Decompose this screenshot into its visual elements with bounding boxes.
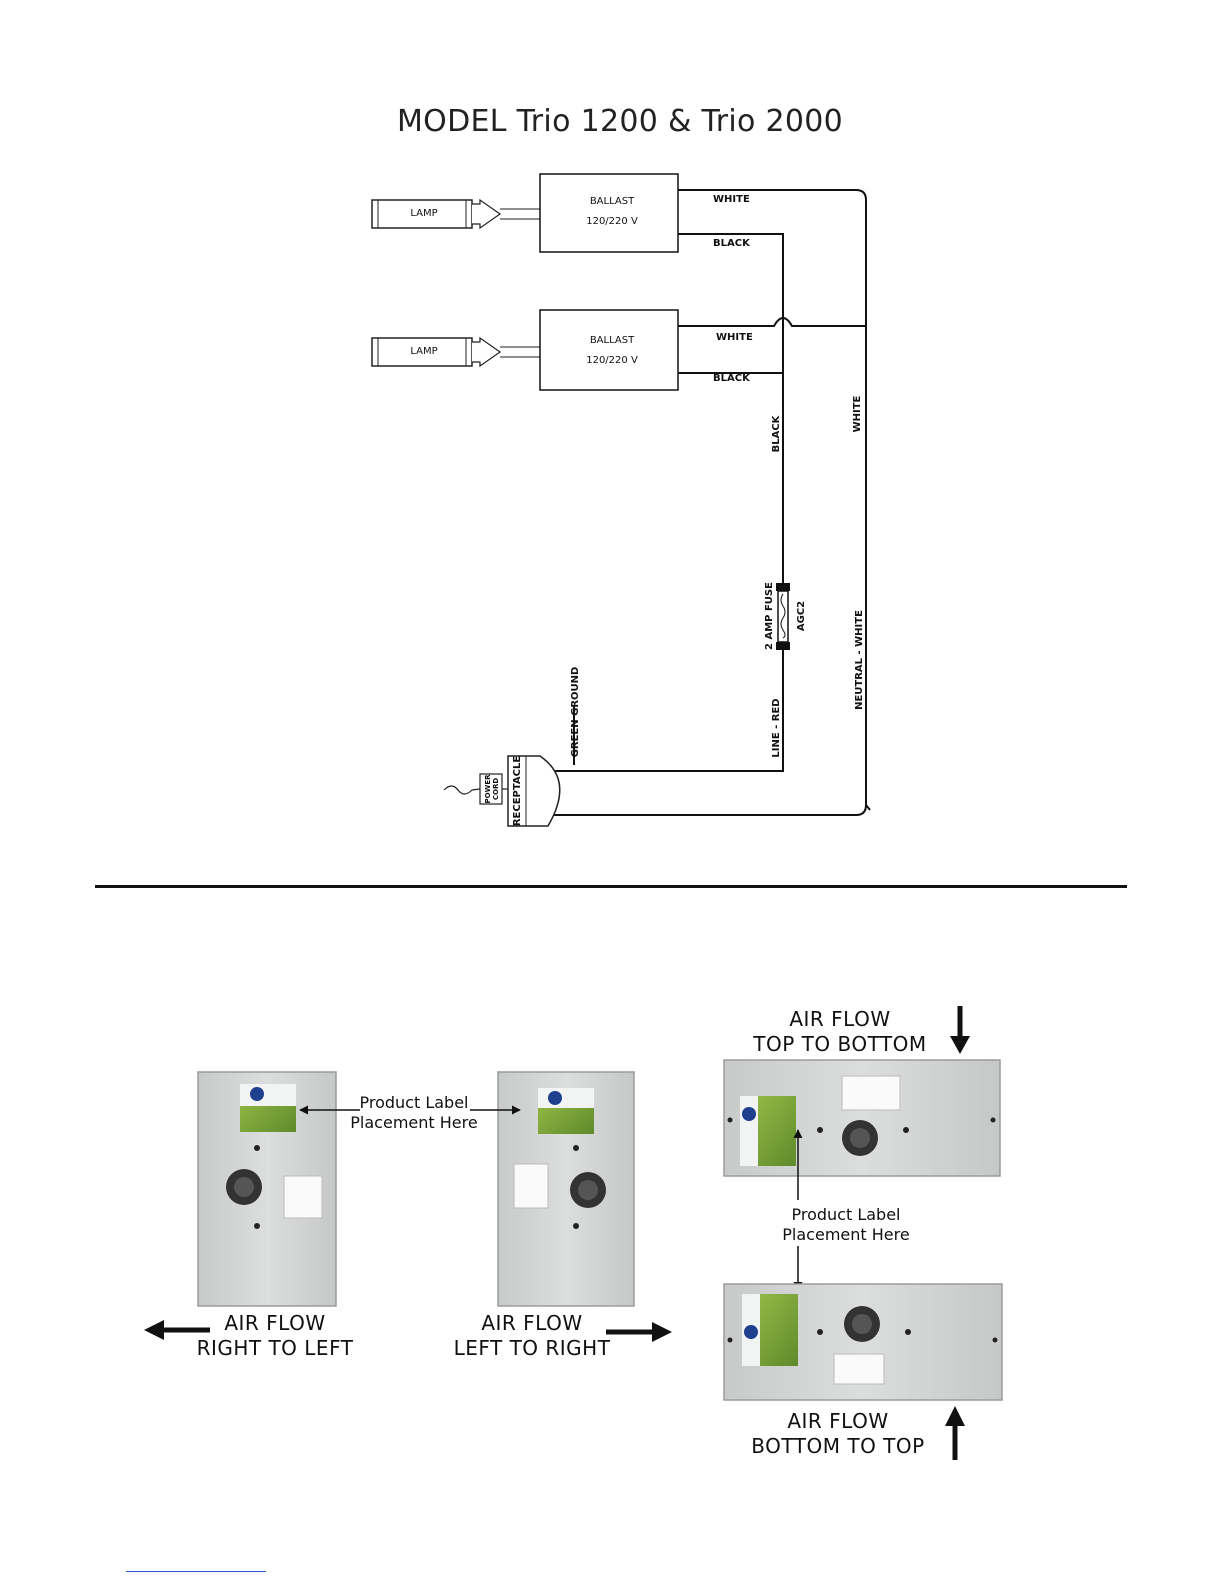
brand-logo-icon: [744, 1325, 758, 1339]
fuse-type: AGC2: [796, 601, 807, 631]
green-ground-label: GREEN GROUND: [570, 667, 581, 758]
white-vertical-label: WHITE: [852, 395, 863, 432]
receptacle: RECEPTACLE: [507, 755, 561, 827]
bottom-to-top-line2: BOTTOM TO TOP: [751, 1434, 924, 1458]
neutral-white-label: NEUTRAL - WHITE: [854, 610, 865, 710]
ballast-2-voltage: 120/220 V: [586, 355, 638, 366]
lamp-1-label: LAMP: [410, 208, 437, 219]
power-cord-line2: CORD: [492, 778, 500, 800]
white-wire-2-label: WHITE: [716, 332, 753, 343]
product-label-2-line1: Product Label: [792, 1205, 901, 1224]
power-cord: POWER CORD: [443, 773, 508, 805]
product-label-1-line1: Product Label: [360, 1093, 469, 1112]
unit-bottom-to-top: [723, 1283, 1003, 1401]
arrow-up-icon: [945, 1406, 965, 1460]
black-wire-2-label: BLACK: [713, 373, 751, 384]
wiring-diagram: LAMP BALLAST 120/220 V LAMP BALLAST 120/…: [371, 173, 871, 827]
white-wire-1-label: WHITE: [713, 194, 750, 205]
top-to-bottom-line2: TOP TO BOTTOM: [752, 1032, 926, 1056]
airflow-diagram: AIR FLOW RIGHT TO LEFT AIR FLOW LEFT TO …: [144, 1006, 1003, 1460]
power-cord-line1: POWER: [484, 774, 492, 804]
ballast-2: BALLAST 120/220 V: [539, 309, 679, 391]
page-title: MODEL Trio 1200 & Trio 2000: [396, 104, 843, 139]
lamp-2-label: LAMP: [410, 346, 437, 357]
ballast-1-name: BALLAST: [590, 196, 635, 207]
black-vertical-label: BLACK: [771, 414, 782, 452]
left-to-right-line2: LEFT TO RIGHT: [454, 1336, 611, 1360]
ballast-1-voltage: 120/220 V: [586, 216, 638, 227]
receptacle-label: RECEPTACLE: [512, 756, 523, 827]
left-to-right-line1: AIR FLOW: [481, 1311, 582, 1335]
unit-left-to-right: [497, 1071, 635, 1307]
arrow-left-icon: [144, 1320, 210, 1340]
ballast-1: BALLAST 120/220 V: [539, 173, 679, 253]
fuse-rating: 2 AMP FUSE: [764, 582, 775, 650]
unit-right-to-left: [197, 1071, 337, 1307]
wires: [548, 189, 871, 816]
lamp-1: LAMP: [371, 198, 540, 230]
brand-logo-icon: [548, 1091, 562, 1105]
line-red-label: LINE - RED: [771, 698, 782, 757]
product-label-2-line2: Placement Here: [782, 1225, 909, 1244]
product-label-1-line2: Placement Here: [350, 1113, 477, 1132]
top-to-bottom-line1: AIR FLOW: [789, 1007, 890, 1031]
arrow-down-icon: [950, 1006, 970, 1054]
arrow-right-icon: [606, 1322, 672, 1342]
footer-link-underline[interactable]: [126, 1571, 266, 1572]
ballast-2-name: BALLAST: [590, 335, 635, 346]
right-to-left-line2: RIGHT TO LEFT: [197, 1336, 354, 1360]
unit-top-to-bottom: [723, 1059, 1001, 1177]
brand-logo-icon: [250, 1087, 264, 1101]
fuse: 2 AMP FUSE AGC2: [764, 582, 807, 650]
black-wire-1-label: BLACK: [713, 238, 751, 249]
section-divider: [95, 885, 1127, 888]
bottom-to-top-line1: AIR FLOW: [787, 1409, 888, 1433]
right-to-left-line1: AIR FLOW: [224, 1311, 325, 1335]
brand-logo-icon: [742, 1107, 756, 1121]
lamp-2: LAMP: [371, 336, 540, 368]
